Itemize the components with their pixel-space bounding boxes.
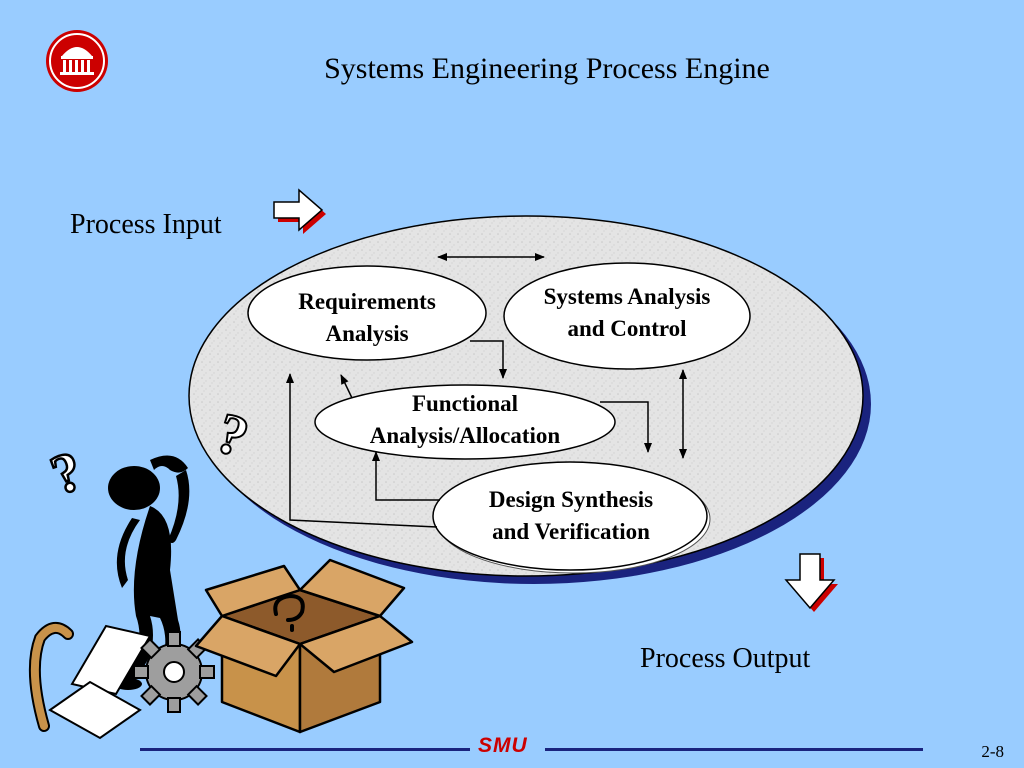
smu-logo: SMU	[478, 734, 528, 757]
node-systems-analysis-control: Systems Analysis and Control	[507, 281, 747, 345]
footer-divider-line	[140, 748, 923, 751]
node-label-line1: Design Synthesis	[488, 487, 654, 512]
node-label-line2: Analysis	[325, 321, 409, 346]
node-label-line1: Functional	[411, 391, 519, 416]
node-label-line2: and Verification	[492, 519, 650, 544]
node-label-line1: Systems Analysis	[543, 284, 711, 309]
edge-req-faa	[470, 340, 507, 379]
edge-dsv-req	[286, 373, 438, 528]
confused-figure-clipart: ?	[28, 438, 414, 740]
page-number: 2-8	[981, 742, 1004, 761]
smu-seal-logo	[46, 30, 108, 92]
process-output-label: Process Output	[640, 643, 811, 674]
edge-faa-dsv	[600, 401, 652, 453]
process-input-arrow-icon	[273, 188, 326, 234]
process-input-label: Process Input	[70, 209, 222, 240]
node-label-line2: and Control	[567, 316, 687, 341]
edge-faa-req	[340, 374, 353, 399]
node-ellipse-dsv	[432, 461, 708, 571]
edge-dsv-faa	[372, 451, 440, 501]
node-ellipse-req	[247, 265, 487, 361]
node-design-synthesis-verification: Design Synthesis and Verification	[446, 484, 696, 548]
node-label-line1: Requirements	[298, 289, 436, 314]
slide-title: Systems Engineering Process Engine	[324, 52, 770, 85]
node-ellipse-sac	[503, 262, 751, 370]
process-output-arrow-icon	[784, 553, 838, 612]
node-ellipse-faa	[314, 384, 616, 460]
node-label-line2: Analysis/Allocation	[369, 423, 561, 448]
question-mark-icon: ?	[43, 439, 91, 507]
node-requirements-analysis: Requirements Analysis	[262, 286, 472, 350]
node-functional-analysis-allocation: Functional Analysis/Allocation	[325, 388, 605, 452]
